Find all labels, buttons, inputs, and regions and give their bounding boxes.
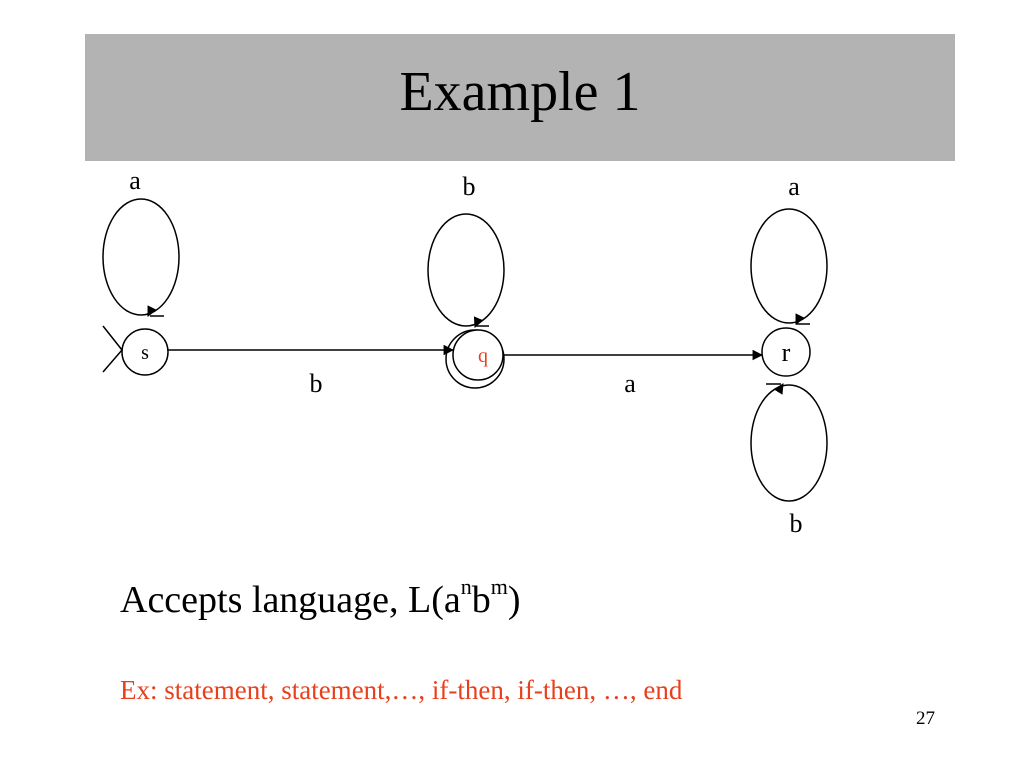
- caption-b: b: [471, 579, 491, 621]
- caption-sup-m: m: [490, 574, 508, 599]
- transition-s-q-label: b: [310, 369, 323, 398]
- transition-s-q: b: [168, 344, 455, 398]
- page-number: 27: [916, 708, 935, 729]
- state-s[interactable]: s: [121, 328, 169, 376]
- language-caption: Accepts language, L(anbm): [120, 574, 521, 622]
- transition-q-r-label: a: [624, 369, 636, 398]
- transition-q-q: b: [427, 172, 505, 328]
- state-r-label: r: [782, 338, 791, 367]
- transition-s-s-label: a: [129, 166, 141, 195]
- caption-sup-n: n: [460, 574, 472, 599]
- transition-q-q-label: b: [463, 172, 476, 201]
- example-text: Ex: statement, statement,…, if-then, if-…: [120, 675, 683, 705]
- transition-r-r-top: a: [750, 172, 828, 325]
- transition-r-r-bottom-label: b: [790, 509, 803, 538]
- caption-close: ): [507, 579, 521, 621]
- state-r[interactable]: r: [761, 327, 811, 377]
- start-marker: [102, 325, 123, 373]
- transition-r-r-bottom: b: [750, 383, 828, 538]
- transition-r-r-top-label: a: [788, 172, 800, 201]
- slide-title: Example 1: [399, 61, 641, 123]
- transition-q-r: a: [504, 349, 764, 398]
- caption-text: Accepts language, L(a: [120, 579, 461, 621]
- title-band: Example 1: [85, 34, 955, 161]
- state-s-label: s: [141, 342, 149, 364]
- transition-s-s: a: [102, 166, 180, 317]
- state-q-label: q: [478, 345, 488, 367]
- state-q[interactable]: q: [445, 329, 505, 389]
